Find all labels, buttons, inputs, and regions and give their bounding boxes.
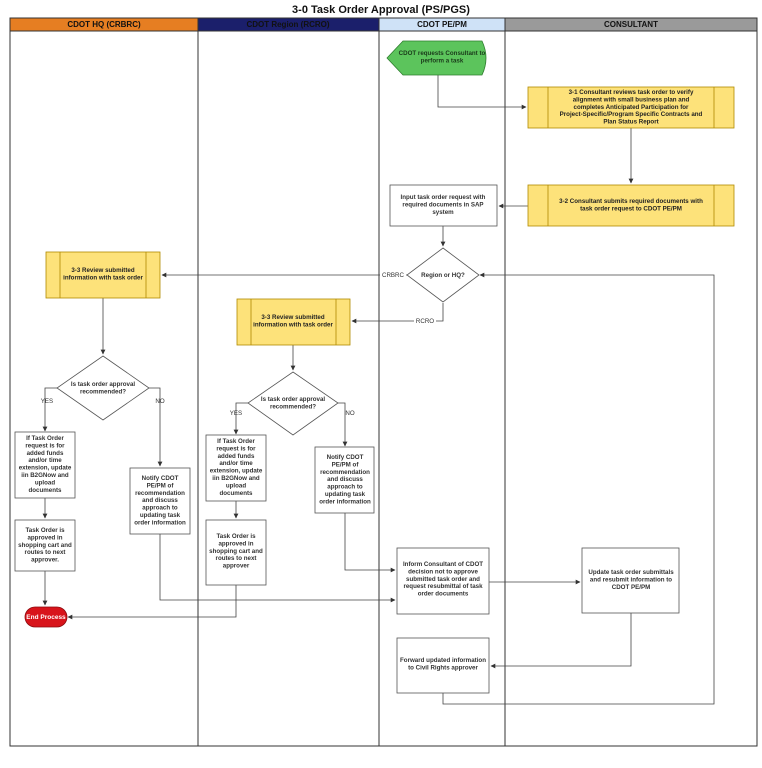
- edge-label-region-yes: YES: [230, 410, 242, 417]
- edge-hq-no: [149, 387, 163, 467]
- lane-label-cdot-pepm: CDOT PE/PM: [417, 20, 467, 29]
- lane-label-cdot-region: CDOT Region (RCRO): [246, 20, 329, 29]
- edge-region-yes: [233, 402, 248, 435]
- region-or-hq-label: Region or HQ?: [421, 272, 465, 279]
- swimlanes: CDOT HQ (CRBRC) CDOT Region (RCRO) CDOT …: [9, 17, 758, 747]
- region-or-hq-decision[interactable]: Region or HQ?: [406, 247, 480, 303]
- start-shape: [386, 40, 487, 76]
- consultant-review-label: 3-1 Consultant reviews task order to ver…: [560, 89, 703, 126]
- edge-label-region-no: NO: [345, 410, 354, 417]
- consultant-submit-process[interactable]: 3-2 Consultant submits required document…: [527, 184, 735, 227]
- edge-region-notify-to-inform: [344, 513, 396, 573]
- lane-label-consultant: CONSULTANT: [604, 20, 658, 29]
- edge-region-no: [338, 402, 348, 447]
- edge-forward-to-decision: [442, 272, 715, 705]
- edge-label-hq-no: NO: [155, 398, 164, 405]
- end-process-label: End Process: [26, 614, 66, 621]
- connectors: [42, 75, 715, 705]
- consultant-submit-label: 3-2 Consultant submits required document…: [559, 198, 703, 212]
- edge-hq-notify-to-inform: [159, 534, 396, 603]
- edge-labels: CRBRC RCRO YES NO YES NO: [41, 270, 436, 417]
- edge-label-hq-yes: YES: [41, 398, 53, 405]
- edge-label-crbrc: CRBRC: [382, 272, 405, 279]
- lane-label-cdot-hq: CDOT HQ (CRBRC): [67, 20, 141, 29]
- consultant-review-process[interactable]: 3-1 Consultant reviews task order to ver…: [527, 86, 735, 129]
- diagram-title: 3-0 Task Order Approval (PS/PGS): [292, 4, 470, 16]
- edge-label-rcro: RCRO: [416, 318, 434, 325]
- edge-start-to-review: [437, 75, 527, 110]
- end-process-node[interactable]: End Process: [24, 606, 68, 628]
- edge-decision-to-region: [351, 303, 444, 324]
- edge-hq-yes: [42, 387, 57, 432]
- edge-region-approved-to-end: [67, 585, 237, 620]
- edge-update-to-forward: [490, 613, 632, 669]
